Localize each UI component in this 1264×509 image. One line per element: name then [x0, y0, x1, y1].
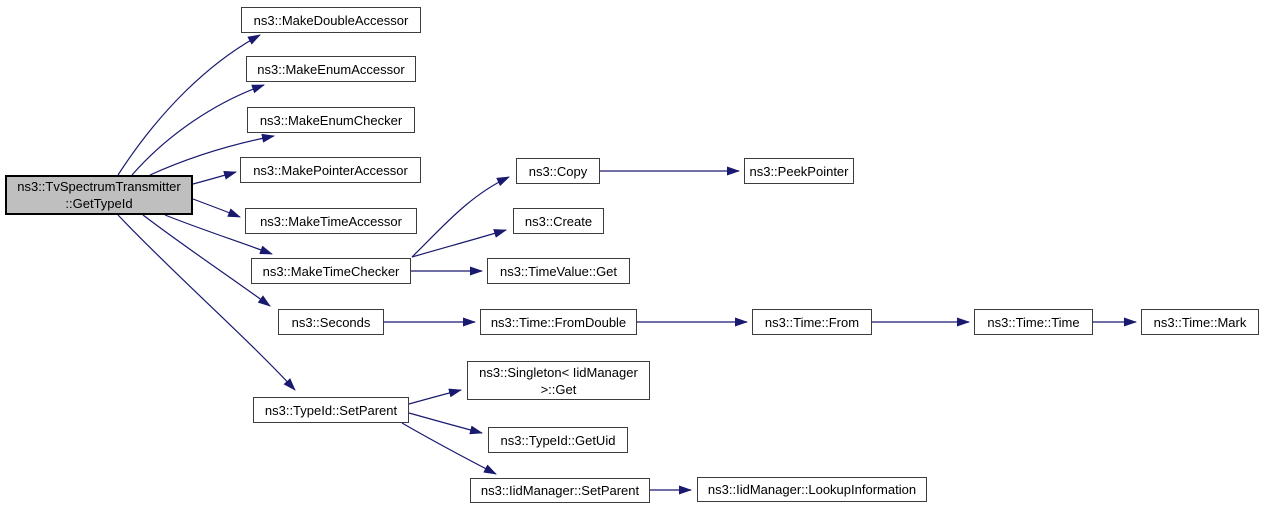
edge-type-id-set-parent-to-singleton-iid-manager-get [408, 388, 462, 405]
node-time-from-double[interactable]: ns3::Time::FromDouble [480, 309, 637, 335]
node-seconds[interactable]: ns3::Seconds [278, 309, 384, 335]
edge-make-time-checker-to-copy [411, 176, 510, 258]
edge-type-id-set-parent-to-type-id-get-uid [408, 412, 483, 435]
node-iid-manager-lookup-information[interactable]: ns3::IidManager::LookupInformation [697, 477, 927, 502]
node-copy[interactable]: ns3::Copy [516, 158, 600, 184]
node-make-double-accessor[interactable]: ns3::MakeDoubleAccessor [241, 7, 421, 33]
node-peek-pointer[interactable]: ns3::PeekPointer [744, 158, 854, 184]
node-time-time[interactable]: ns3::Time::Time [974, 309, 1093, 335]
edge-get-type-id-to-make-enum-accessor [131, 84, 265, 176]
edge-get-type-id-to-make-time-checker [164, 214, 273, 255]
edge-get-type-id-to-make-double-accessor [117, 34, 261, 176]
node-get-type-id: ns3::TvSpectrumTransmitter ::GetTypeId [5, 175, 193, 215]
node-singleton-iid-manager-get[interactable]: ns3::Singleton< IidManager >::Get [467, 361, 650, 400]
edge-get-type-id-to-make-time-accessor [192, 198, 241, 218]
node-type-id-get-uid[interactable]: ns3::TypeId::GetUid [488, 427, 628, 453]
edge-make-time-checker-to-create [411, 229, 507, 258]
node-type-id-set-parent[interactable]: ns3::TypeId::SetParent [253, 397, 409, 423]
edge-get-type-id-to-seconds [142, 214, 271, 307]
node-time-mark[interactable]: ns3::Time::Mark [1141, 309, 1259, 335]
edge-get-type-id-to-type-id-set-parent [117, 214, 296, 391]
node-time-value-get[interactable]: ns3::TimeValue::Get [487, 258, 630, 284]
edge-type-id-set-parent-to-iid-manager-set-parent [401, 422, 497, 475]
node-make-enum-accessor[interactable]: ns3::MakeEnumAccessor [246, 56, 416, 82]
edge-get-type-id-to-make-enum-checker [149, 133, 275, 176]
node-time-from[interactable]: ns3::Time::From [752, 309, 872, 335]
node-make-pointer-accessor[interactable]: ns3::MakePointerAccessor [240, 157, 421, 183]
node-iid-manager-set-parent[interactable]: ns3::IidManager::SetParent [470, 478, 650, 503]
node-make-time-checker[interactable]: ns3::MakeTimeChecker [251, 258, 411, 284]
node-make-enum-checker[interactable]: ns3::MakeEnumChecker [247, 107, 415, 133]
edge-get-type-id-to-make-pointer-accessor [192, 170, 237, 185]
node-create[interactable]: ns3::Create [513, 208, 604, 234]
node-make-time-accessor[interactable]: ns3::MakeTimeAccessor [245, 208, 417, 234]
